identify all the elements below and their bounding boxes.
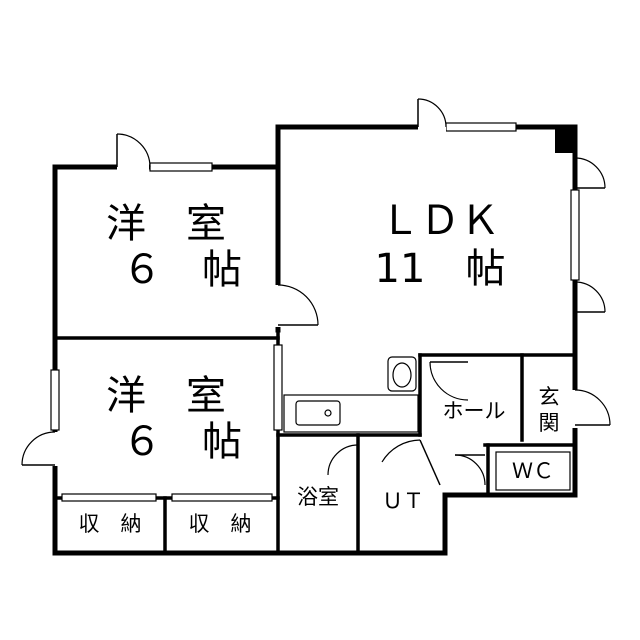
doors	[21, 98, 611, 486]
window-lower-room-left	[50, 369, 60, 431]
window-ldk-right	[570, 189, 580, 281]
room-name-hall: ホール	[443, 399, 506, 423]
storage-right-sliding-door	[171, 493, 273, 502]
room-size-ldk: 11 帖	[375, 246, 506, 292]
sink-drain	[324, 409, 332, 417]
storage-left-sliding-door	[61, 493, 157, 502]
room-name-bath: 浴室	[297, 485, 339, 509]
room-name-utility: ＵＴ	[382, 489, 424, 513]
wc-box	[495, 451, 571, 491]
window-ldk-top	[445, 122, 517, 132]
windows	[50, 122, 580, 502]
door-ldk-top-arc	[417, 98, 447, 128]
pillar	[555, 127, 575, 153]
door-entrance-arc	[574, 389, 611, 426]
door-upper-room-arc	[116, 133, 151, 168]
door-wc-arc	[454, 454, 486, 486]
room-name-storage-left: 収 納	[79, 512, 142, 536]
door-ut	[419, 439, 441, 486]
door-ldk-right-upper-arc	[574, 157, 606, 189]
fixtures	[283, 356, 571, 491]
room-name-wc: ＷＣ	[512, 459, 554, 483]
room-name-ldk: ＬＤＫ	[380, 198, 500, 244]
kitchen-sink	[295, 400, 341, 426]
door-lower-room-arc	[21, 431, 56, 466]
room-name-upper: 洋 室	[106, 201, 226, 247]
room-name-lower: 洋 室	[106, 373, 226, 419]
room-name-entrance-1: 玄	[539, 385, 560, 409]
washbasin-bowl	[392, 362, 412, 388]
door-hall-arc	[429, 361, 469, 401]
room-size-upper: ６ 帖	[122, 247, 242, 293]
door-ut-arc	[381, 439, 421, 463]
door-ldk-right-lower-arc	[574, 281, 606, 313]
window-upper-room	[149, 162, 213, 172]
window-between-rooms	[273, 344, 283, 431]
door-bath-arc	[327, 444, 359, 476]
room-name-storage-right: 収 納	[189, 512, 252, 536]
wall-right-lower-outer	[357, 352, 578, 556]
door-upper-ldk-arc	[277, 284, 319, 326]
room-size-lower: ６ 帖	[122, 419, 242, 465]
labels: 洋 室 ６ 帖 洋 室 ６ 帖 ＬＤＫ 11 帖 収 納 収 納 浴室 ＵＴ ホ…	[79, 198, 560, 536]
room-name-entrance-2: 関	[539, 411, 560, 435]
